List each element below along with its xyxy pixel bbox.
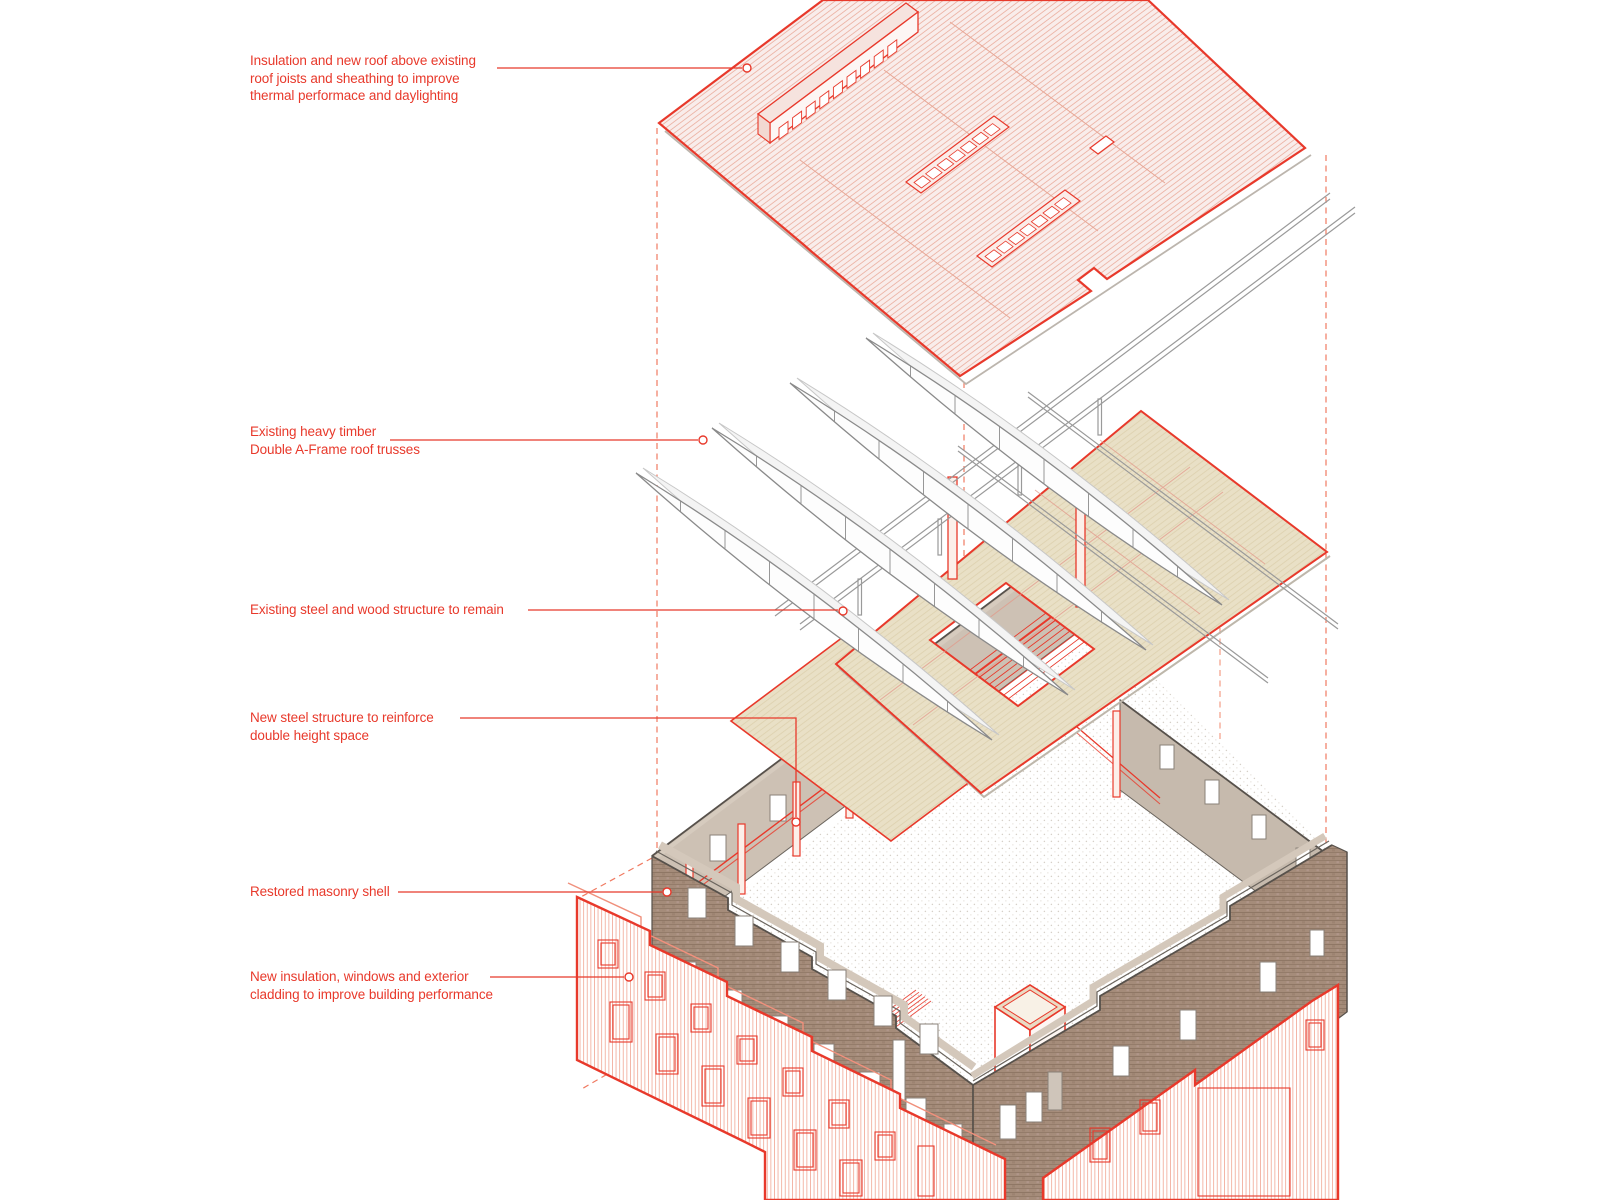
roof-monitor xyxy=(756,2,920,145)
leader-dot xyxy=(662,887,672,897)
label-new-roof: Insulation and new roof above existing r… xyxy=(250,53,476,103)
label-new-steel: New steel structure to reinforce double … xyxy=(250,710,434,743)
cladding-windows-left xyxy=(597,939,935,1197)
se-wall-windows xyxy=(999,929,1325,1140)
roof-layer xyxy=(657,0,1312,386)
floor-beam-lines xyxy=(879,439,1266,726)
label-timber-trusses: Existing heavy timber Double A-Frame roo… xyxy=(250,424,420,457)
label-existing-structure: Existing steel and wood structure to rem… xyxy=(250,602,504,617)
cladding-panel-right xyxy=(1041,982,1340,1200)
leader-lines xyxy=(390,63,848,982)
cladding-panel-left xyxy=(567,882,1007,1200)
cladding-windows-right xyxy=(1089,1019,1325,1197)
label-cladding: New insulation, windows and exterior cla… xyxy=(250,969,493,1002)
leader-dot xyxy=(624,972,634,982)
label-masonry-shell: Restored masonry shell xyxy=(250,884,390,899)
leader-dot xyxy=(698,435,708,445)
leader-dot xyxy=(742,63,752,73)
roof-vent xyxy=(1089,135,1115,155)
leader-dot xyxy=(791,817,801,827)
leader-dot xyxy=(838,606,848,616)
steel-frame-layer xyxy=(774,192,1356,684)
